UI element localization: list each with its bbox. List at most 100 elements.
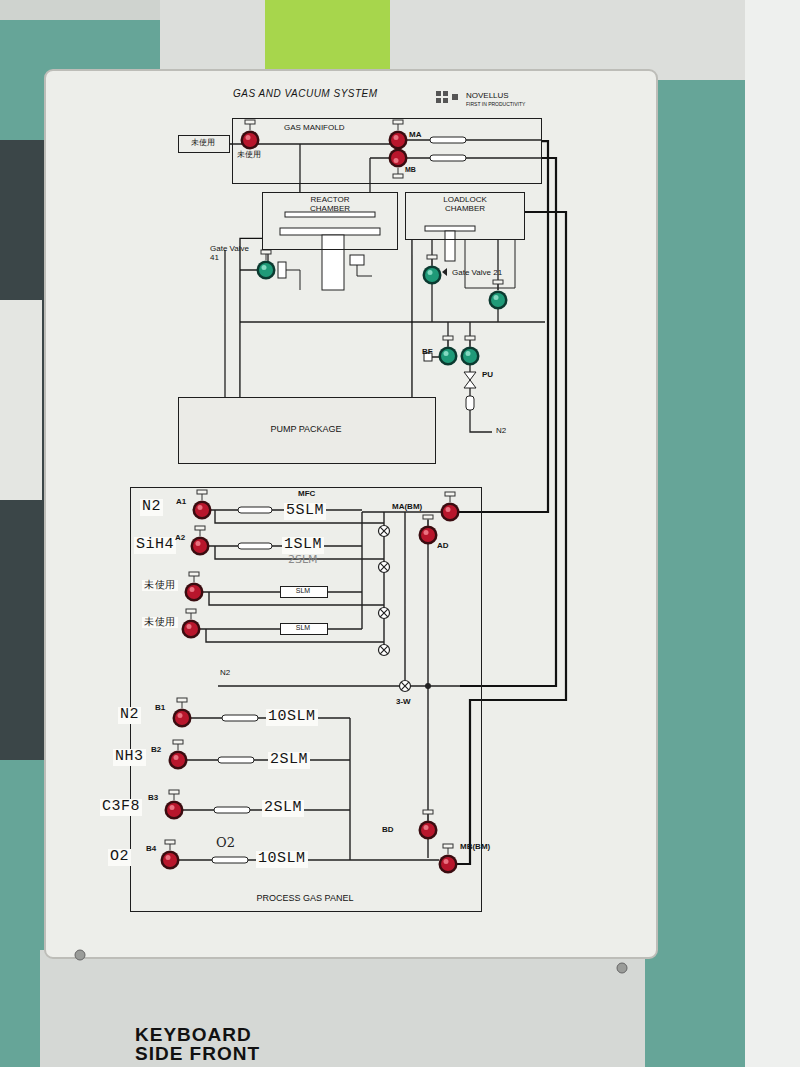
mfc-symbol xyxy=(212,857,248,863)
printed-tag: B4 xyxy=(146,844,156,853)
red-lamp xyxy=(419,810,438,840)
pipe-symbol xyxy=(430,155,466,161)
node-label: LOADLOCK CHAMBER xyxy=(437,195,493,213)
meter xyxy=(0,300,42,500)
gas-panel-wiring xyxy=(179,510,460,860)
green-lamp xyxy=(439,336,458,366)
printed-tag: B2 xyxy=(151,745,161,754)
red-lamp xyxy=(241,120,260,150)
printed-tag: MA(BM) xyxy=(392,502,422,511)
mfc-box: SLM xyxy=(280,586,328,598)
sticker-label: NH3 xyxy=(113,749,146,766)
red-lamp xyxy=(441,492,460,522)
side-strip xyxy=(745,0,800,1067)
connector-line xyxy=(299,184,300,192)
mfc-symbol xyxy=(238,507,272,513)
node-label: SLM xyxy=(280,587,326,595)
mfc-symbol xyxy=(214,807,250,813)
sticker-label: 未使用 xyxy=(142,617,178,628)
red-lamp xyxy=(185,572,204,602)
connector-line xyxy=(240,238,262,397)
pneumatic-valve xyxy=(379,608,390,619)
node-label: 未使用 xyxy=(178,138,228,147)
green-lamp xyxy=(489,280,508,310)
connector-line xyxy=(411,240,412,397)
three-way-valve xyxy=(400,681,411,692)
handwritten-note: O2 xyxy=(216,836,235,851)
green-lamp xyxy=(461,336,480,366)
logo-square xyxy=(452,94,458,100)
red-lamp xyxy=(419,515,438,545)
printed-tag: PU xyxy=(482,370,493,379)
green-tape xyxy=(265,0,390,72)
loadlock-stem xyxy=(445,231,455,261)
novellus-logo xyxy=(436,91,458,103)
logo-square xyxy=(436,91,441,96)
printed-text: N2 xyxy=(220,668,230,677)
sticker-label: 5SLM xyxy=(284,503,326,520)
chamber-box: LOADLOCK CHAMBER xyxy=(405,192,525,240)
pneumatic-valve xyxy=(379,562,390,573)
printed-tag: BD xyxy=(382,825,394,834)
node-label: GAS MANIFOLD xyxy=(284,123,374,132)
printed-tag: A2 xyxy=(175,533,185,542)
red-lamp xyxy=(182,609,201,639)
pipe-symbol xyxy=(430,137,466,143)
chamber-box: REACTOR CHAMBER xyxy=(262,192,398,250)
connector-line xyxy=(230,143,232,144)
sticker-label: SiH4 xyxy=(134,537,176,554)
red-lamp xyxy=(439,844,458,874)
red-lamp xyxy=(193,490,212,520)
printed-tag: MA xyxy=(409,130,421,139)
printed-tag: B3 xyxy=(148,793,158,802)
logo-square xyxy=(436,98,441,103)
loadlock-well xyxy=(465,240,515,288)
filter-symbol xyxy=(466,396,474,410)
green-lamp xyxy=(423,255,442,285)
printed-text: Gate Valve 21 xyxy=(452,268,502,277)
logo-square xyxy=(443,98,448,103)
pneumatic-valve xyxy=(379,526,390,537)
sticker-label: C3F8 xyxy=(100,799,142,816)
node-label: PUMP PACKAGE xyxy=(178,424,434,434)
gate-valve-body xyxy=(278,262,286,278)
printed-tag: B1 xyxy=(155,703,165,712)
red-lamp xyxy=(191,526,210,556)
gate-valve-line xyxy=(286,270,300,290)
pointer-arrow xyxy=(442,268,447,276)
red-lamp xyxy=(389,120,408,150)
printed-tag: MFC xyxy=(298,489,315,498)
sticker-label: 10SLM xyxy=(256,851,308,868)
printed-text: Gate Valve 41 xyxy=(210,244,256,262)
cabinet-frame xyxy=(0,20,745,1067)
supply-lines xyxy=(457,158,566,864)
loadlock-plate xyxy=(425,226,475,231)
printed-tag: 3-W xyxy=(396,697,411,706)
needle-valve xyxy=(464,372,476,388)
main-panel xyxy=(45,70,657,958)
junction-dot xyxy=(425,683,431,689)
printed-tag: BF xyxy=(422,347,433,356)
node-label: PROCESS GAS PANEL xyxy=(130,893,480,903)
node-label: SLM xyxy=(280,624,326,632)
logo-square xyxy=(443,91,448,96)
printed-text: FIRST IN PRODUCTIVITY xyxy=(466,102,525,108)
printed-text: N2 xyxy=(496,426,506,435)
cabinet-marking: KEYBOARD SIDE FRONT xyxy=(135,1025,285,1063)
mfc-box: SLM xyxy=(280,623,328,635)
lower-plate xyxy=(40,950,645,1067)
screw xyxy=(617,963,627,973)
pedestal xyxy=(280,228,380,235)
lift-box xyxy=(350,255,364,265)
sticker-label: 10SLM xyxy=(266,709,318,726)
handwritten-note: 2SLM xyxy=(288,554,318,567)
red-lamp xyxy=(173,698,192,728)
pedestal-stem xyxy=(322,235,344,290)
printed-text: 未使用 xyxy=(237,150,261,159)
red-lamp xyxy=(161,840,180,870)
sticker-label: 未使用 xyxy=(142,580,178,591)
